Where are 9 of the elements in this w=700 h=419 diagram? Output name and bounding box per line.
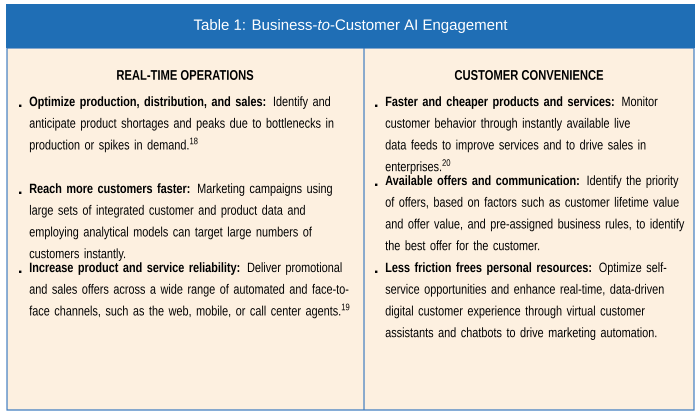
bullet-text: Optimize production, distribution, and sales: Identify and anticipate product shortages and peaks due to bottlenecks in production or spikes in demand.$^{18}$ bbox=[30, 96, 334, 152]
bullet-text: Increase product and service reliability: Deliver promotional and sales offers across a wide range of automated and face-to-face channels, such as the web, mobile, or call center agents.$^{19}$ bbox=[29, 262, 350, 318]
column-heading: REAL-TIME OPERATIONS bbox=[117, 70, 254, 80]
bullet-text: Reach more customers faster: Marketing campaigns using large sets of integrated customer and product data and employing analytical models can target large numbers of customers instantly. bbox=[30, 183, 332, 261]
bullet-text: Less friction frees personal resources: Optimize self-service opportunities and enhance real-time, data-driven digital customer experience through virtual customer assistants and chatbots to drive marketing automation. bbox=[386, 262, 666, 340]
bullet-text: Faster and cheaper products and services: Monitor customer behavior through instantly available live data feeds to improve services and to drive sales in enterprises.$^{20}$ bbox=[386, 96, 658, 174]
column-heading: CUSTOMER CONVENIENCE bbox=[454, 70, 604, 80]
bullet-text: Available offers and communication: Identify the priority of offers, based on factors such as customer lifetime value and offer value, and pre-assigned business rules, to identify the best offer for the customer. bbox=[385, 175, 684, 250]
table-header: Table 1: Business-to-Customer AI Engagement bbox=[6, 4, 695, 48]
